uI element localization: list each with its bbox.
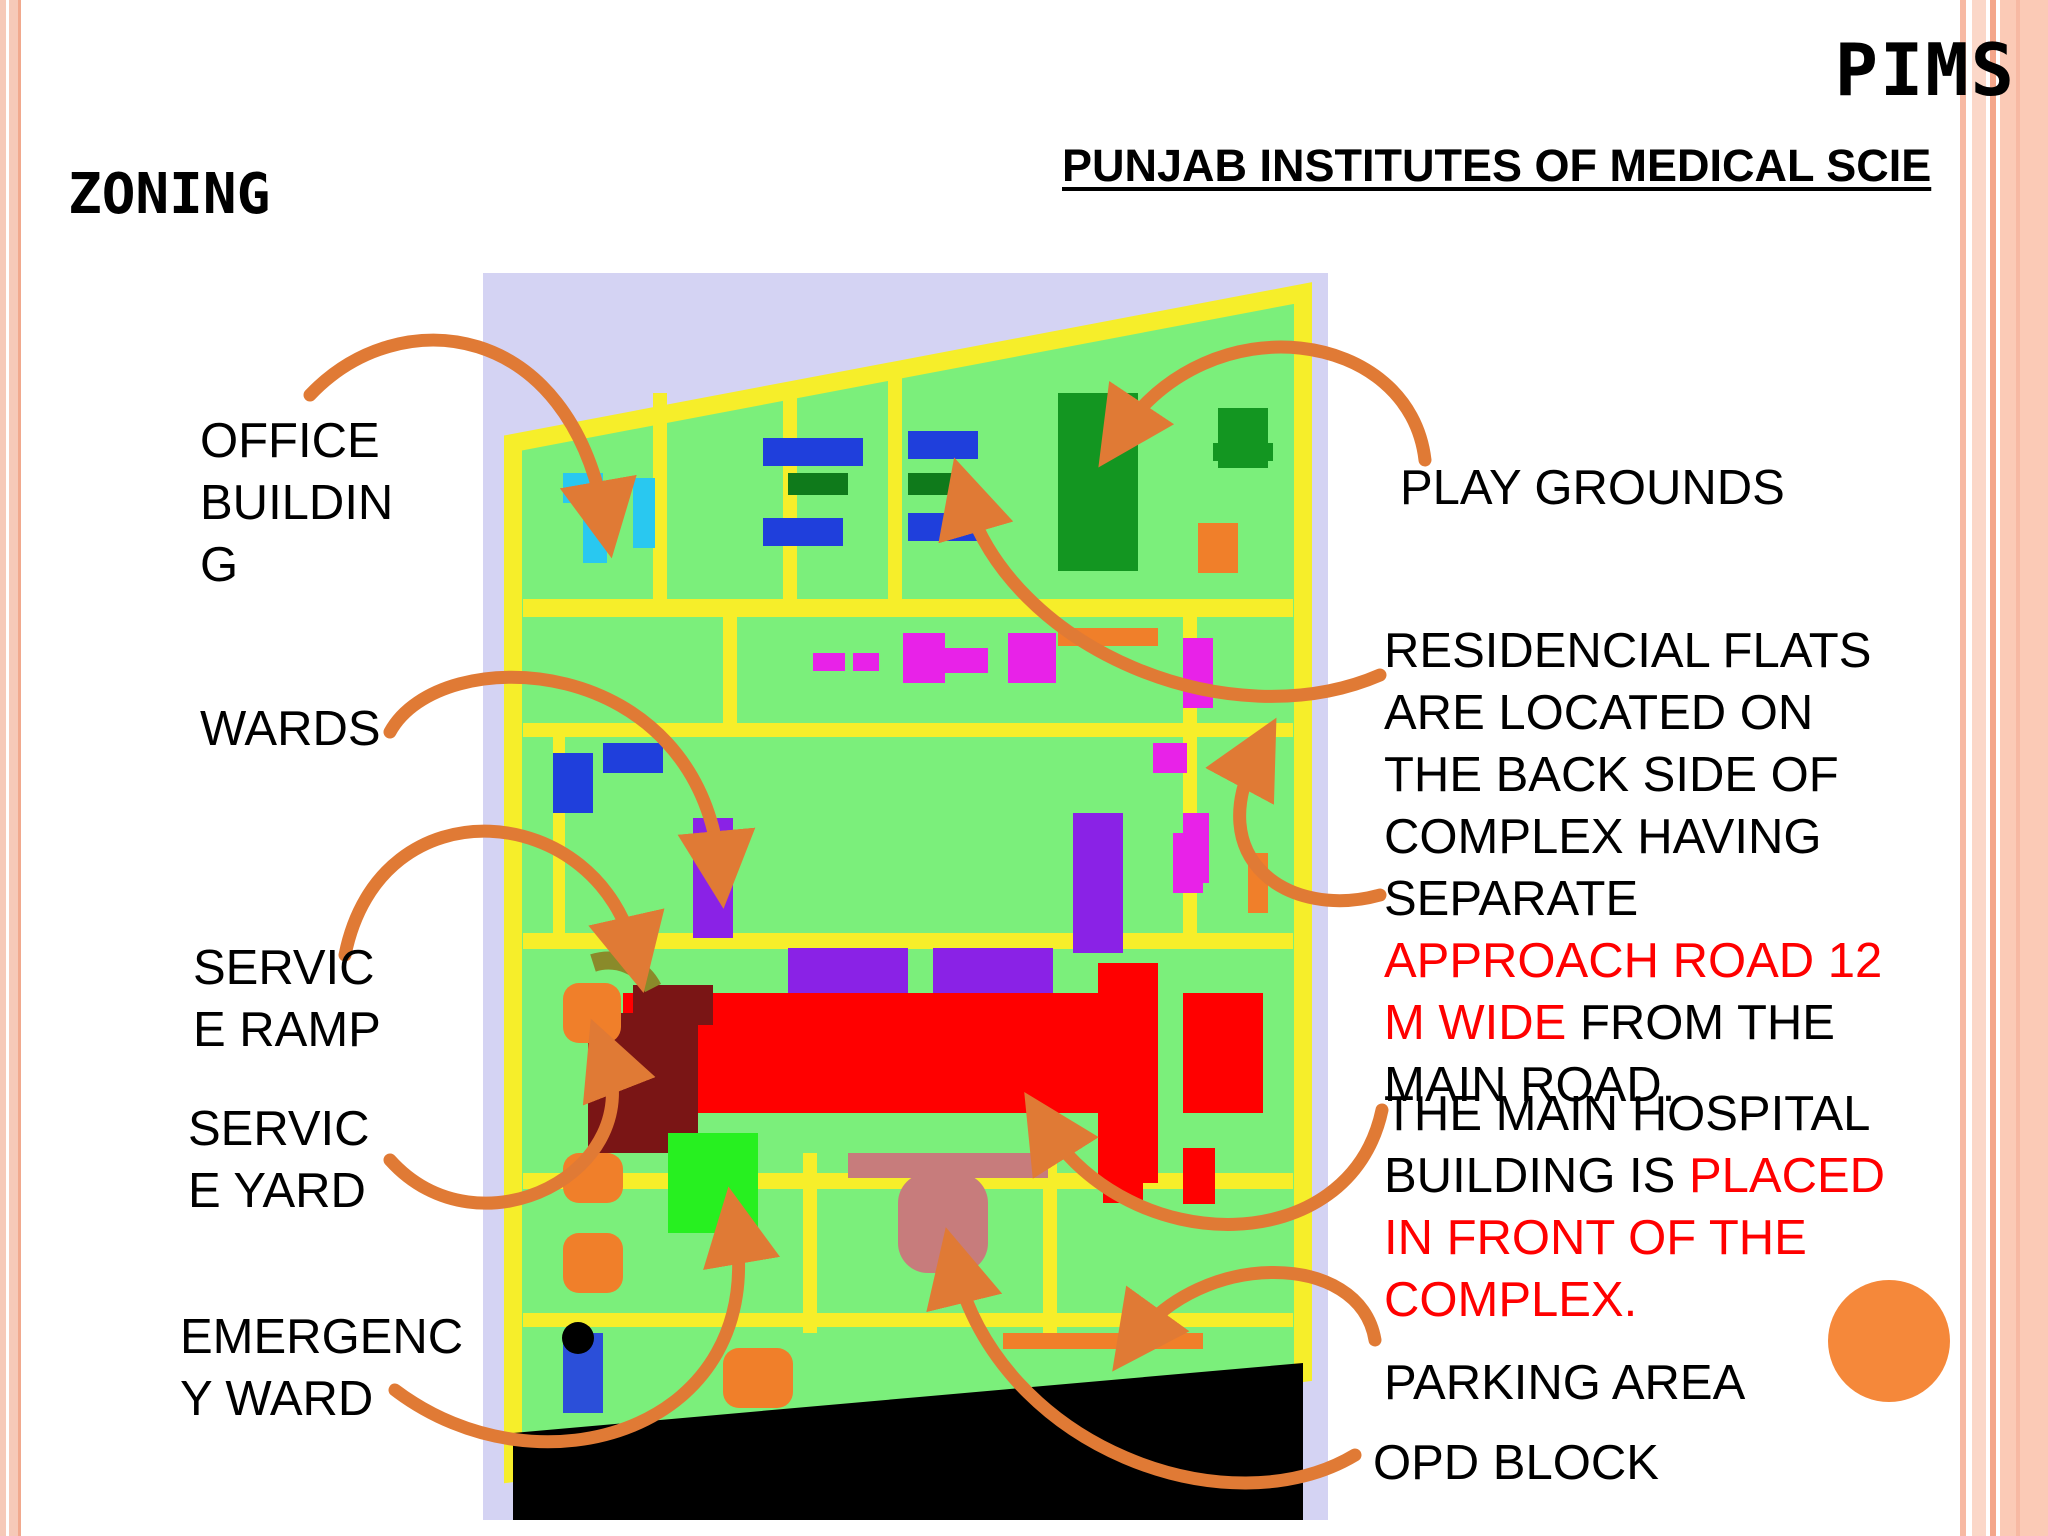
label-residential-flats: RESIDENCIAL FLATS ARE LOCATED ON THE BAC… (1384, 624, 1883, 1112)
label-service-yard: SERVIC E YARD (188, 1102, 370, 1218)
site-plan-image (483, 273, 1328, 1520)
label-parking-area: PARKING AREA (1384, 1356, 1746, 1410)
label-play-grounds: PLAY GROUNDS (1400, 461, 1785, 515)
slide-title: ZONING (68, 162, 271, 227)
decorative-orange-circle (1828, 1280, 1950, 1402)
left-border-decoration (0, 0, 21, 1536)
slide-header: PIMS (1834, 28, 2016, 112)
label-service-ramp: SERVIC E RAMP (193, 941, 381, 1057)
label-main-hospital: THE MAIN HOSPITAL BUILDING IS PLACED IN … (1384, 1087, 1886, 1327)
label-opd-block: OPD BLOCK (1373, 1436, 1659, 1490)
right-border-stripe (1960, 0, 1966, 1536)
right-border-stripe (1972, 0, 1986, 1536)
label-emergency-ward: EMERGENC Y WARD (180, 1310, 464, 1426)
right-border-stripe (2000, 0, 2048, 1536)
right-border-stripe (2016, 0, 2020, 1536)
label-wards: WARDS (200, 702, 381, 756)
right-border-stripe (1990, 0, 1996, 1536)
slide-subtitle: PUNJAB INSTITUTES OF MEDICAL SCIE (1062, 140, 1932, 191)
label-office-building: OFFICE BUILDIN G (200, 414, 394, 592)
